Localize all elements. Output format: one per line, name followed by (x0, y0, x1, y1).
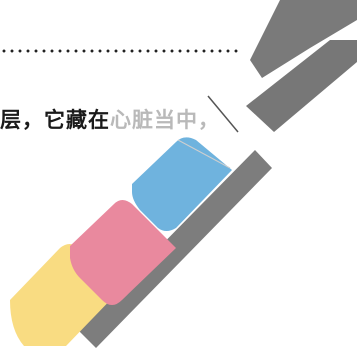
body-text-line: 层，它藏在心脏当中， (0, 104, 220, 134)
segment-outline (177, 139, 231, 169)
grey-band-group (78, 0, 357, 348)
blue-segment (132, 137, 232, 231)
pink-segment (70, 200, 176, 305)
dot-leader (0, 48, 240, 54)
text-faded: 心脏当中， (110, 107, 220, 132)
grey-band-upper (250, 0, 357, 78)
text-main: 层，它藏在 (0, 107, 110, 132)
grey-band-main (246, 40, 357, 132)
grey-band-lower (78, 150, 272, 348)
band-divider (207, 95, 239, 133)
